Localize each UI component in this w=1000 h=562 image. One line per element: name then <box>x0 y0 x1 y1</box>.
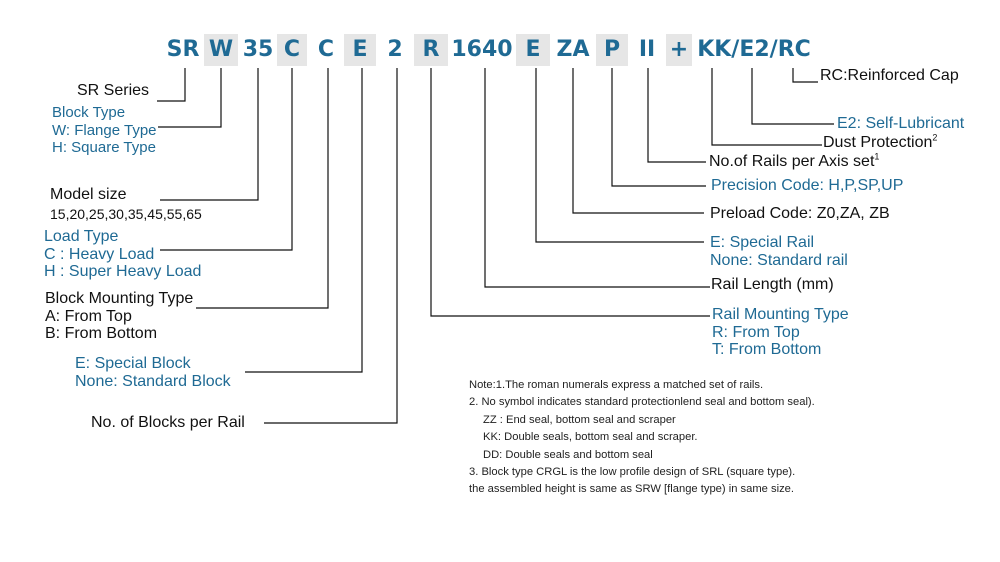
label-rail-length: Rail Length (mm) <box>711 276 834 293</box>
label-precision: Precision Code: H,P,SP,UP <box>711 177 904 194</box>
leader-e2 <box>751 68 834 125</box>
label-load-type-c: C : Heavy Load <box>44 245 155 263</box>
label-special-rail-none: None: Standard rail <box>710 252 848 269</box>
leader-rc <box>792 68 818 83</box>
label-rc: RC:Reinforced Cap <box>820 67 959 84</box>
leader-special-block <box>245 68 363 373</box>
code-precision: P <box>596 34 628 66</box>
label-block-type-h: H: Square Type <box>52 139 156 156</box>
label-rails-text: No.of Rails per Axis set <box>709 153 875 170</box>
label-dust-text: Dust Protection <box>823 134 933 151</box>
label-block-type-w: W: Flange Type <box>52 121 157 139</box>
label-special-block-none: None: Standard Block <box>75 373 231 390</box>
label-block-type: Block Type <box>52 104 126 121</box>
label-block-mounting-group: Block Mounting Type A: From Top B: From … <box>45 290 193 343</box>
code-block-mounting: C <box>317 37 335 62</box>
label-rail-mounting-r: R: From Top <box>712 323 800 341</box>
leader-block-type <box>158 68 222 128</box>
code-rail-length: 1640 <box>451 37 513 62</box>
label-special-rail-e: E: Special Rail <box>710 234 815 251</box>
label-load-type-group: Load Type C : Heavy Load H : Super Heavy… <box>44 228 201 281</box>
code-model-size: 35 <box>242 37 274 62</box>
notes-block: Note:1.The roman numerals express a matc… <box>469 377 815 499</box>
label-model-size: Model size <box>50 186 127 203</box>
note-line: DD: Double seals and bottom seal <box>483 448 653 461</box>
note-line: the assembled height is same as SRW [fla… <box>469 483 795 496</box>
label-block-mounting-a: A: From Top <box>45 307 132 325</box>
label-special-block-e: E: Special Block <box>75 355 191 372</box>
code-rails-per-axis: II <box>638 37 656 62</box>
label-rails-per-axis: No.of Rails per Axis set1 <box>709 151 880 171</box>
code-blocks-per-rail: 2 <box>387 37 403 62</box>
leader-blocks-per-rail <box>264 68 398 424</box>
note-line: KK: Double seals, bottom seal and scrape… <box>483 431 698 444</box>
code-sr: SR <box>166 37 200 62</box>
note-line: 2. No symbol indicates standard protecti… <box>469 396 815 409</box>
label-e2: E2: Self-Lubricant <box>837 115 965 132</box>
label-preload: Preload Code: Z0,ZA, ZB <box>710 205 890 222</box>
leader-block-mounting <box>196 68 329 309</box>
code-block-type: W <box>204 34 238 66</box>
label-block-mounting-b: B: From Bottom <box>45 325 158 342</box>
label-rails-sup: 1 <box>874 151 880 162</box>
label-sr-series: SR Series <box>77 82 150 99</box>
leader-dust <box>711 68 822 146</box>
code-rail-mounting: R <box>414 34 448 66</box>
label-load-type: Load Type <box>44 228 119 245</box>
leader-special-rail <box>535 68 704 243</box>
code-preload: ZA <box>556 37 590 62</box>
leader-model-size <box>160 68 259 201</box>
label-blocks-per-rail: No. of Blocks per Rail <box>91 414 245 431</box>
leader-rails-per-axis <box>647 68 706 163</box>
leader-load-type <box>160 68 293 251</box>
leader-rail-length <box>484 68 710 288</box>
code-plus: + <box>666 34 692 66</box>
code-special-rail: E <box>516 34 550 66</box>
label-block-mounting: Block Mounting Type <box>45 290 194 307</box>
label-special-block-group: E: Special Block None: Standard Block <box>75 355 231 391</box>
label-rail-mounting-group: Rail Mounting Type R: From Top T: From B… <box>712 306 849 359</box>
leader-preload <box>572 68 704 214</box>
code-accessories: KK/E2/RC <box>697 37 811 62</box>
label-model-size-group: Model size 15,20,25,30,35,45,55,65 <box>50 185 202 223</box>
code-load-type: C <box>277 34 307 66</box>
code-special-block: E <box>344 34 376 66</box>
label-rail-mounting: Rail Mounting Type <box>712 306 849 323</box>
label-dust-sup: 2 <box>932 132 938 143</box>
label-special-rail-group: E: Special Rail None: Standard rail <box>710 234 848 270</box>
label-block-type-group: Block Type W: Flange Type H: Square Type <box>52 104 157 157</box>
label-rail-mounting-t: T: From Bottom <box>712 341 822 358</box>
note-line: Note:1.The roman numerals express a matc… <box>469 379 764 391</box>
label-dust-protection: Dust Protection2 <box>823 132 938 152</box>
label-load-type-h: H : Super Heavy Load <box>44 263 202 280</box>
label-model-size-values: 15,20,25,30,35,45,55,65 <box>50 206 202 222</box>
note-line: ZZ : End seal, bottom seal and scraper <box>483 413 676 426</box>
leader-precision <box>611 68 706 187</box>
note-line: 3. Block type CRGL is the low profile de… <box>469 466 796 479</box>
leader-rail-mounting <box>430 68 710 317</box>
leader-sr-series <box>157 68 186 102</box>
